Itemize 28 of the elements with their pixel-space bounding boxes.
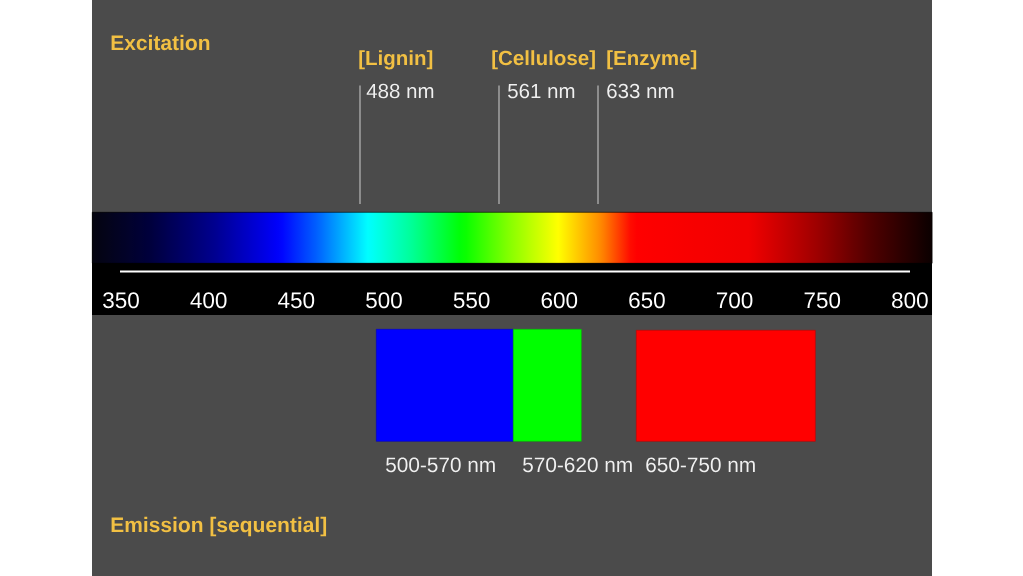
wavelength-label: 488 nm (366, 83, 434, 99)
tick-label: 450 (278, 292, 315, 309)
leader-line (597, 84, 599, 205)
section-heading: Emission [sequential] (111, 516, 327, 537)
leader-line (359, 84, 361, 205)
section-heading: Excitation (111, 34, 210, 51)
tick-label: 550 (453, 292, 490, 309)
tick-label: 500 (366, 292, 402, 309)
laser-name: [Cellulose] (492, 50, 595, 70)
range-label: 570-620 nm (523, 457, 632, 473)
band-block (636, 330, 816, 442)
tick-label: 800 (892, 292, 928, 309)
tick-label: 650 (629, 292, 665, 309)
range-label: 650-750 nm (646, 457, 755, 473)
band-block (513, 329, 582, 442)
tick-label: 750 (804, 292, 841, 309)
wavelength-label: 561 nm (508, 83, 575, 99)
band-block (376, 329, 514, 442)
laser-name: [Lignin] (359, 50, 433, 70)
tick-label: 400 (190, 292, 227, 309)
tick-label: 700 (716, 292, 753, 309)
tick-label: 350 (103, 292, 139, 309)
spectrum-bar (92, 212, 933, 264)
range-label: 500-570 nm (386, 457, 495, 473)
tick-label: 600 (541, 292, 578, 309)
laser-name: [Enzyme] (607, 50, 697, 70)
wavelength-label: 633 nm (607, 83, 674, 99)
leader-line (498, 84, 500, 205)
